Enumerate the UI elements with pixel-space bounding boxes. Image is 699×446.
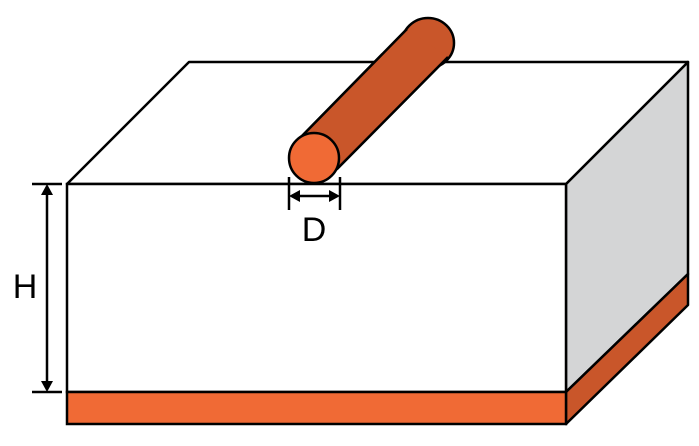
diameter-dimension (287, 177, 342, 210)
diameter-label: D (302, 211, 327, 249)
height-label: H (13, 268, 38, 306)
rod-near-end (287, 131, 341, 185)
rod-body-overlay (301, 29, 448, 169)
block-front-face (65, 182, 568, 394)
height-dimension (32, 182, 62, 394)
ground-plane-front (65, 390, 568, 426)
